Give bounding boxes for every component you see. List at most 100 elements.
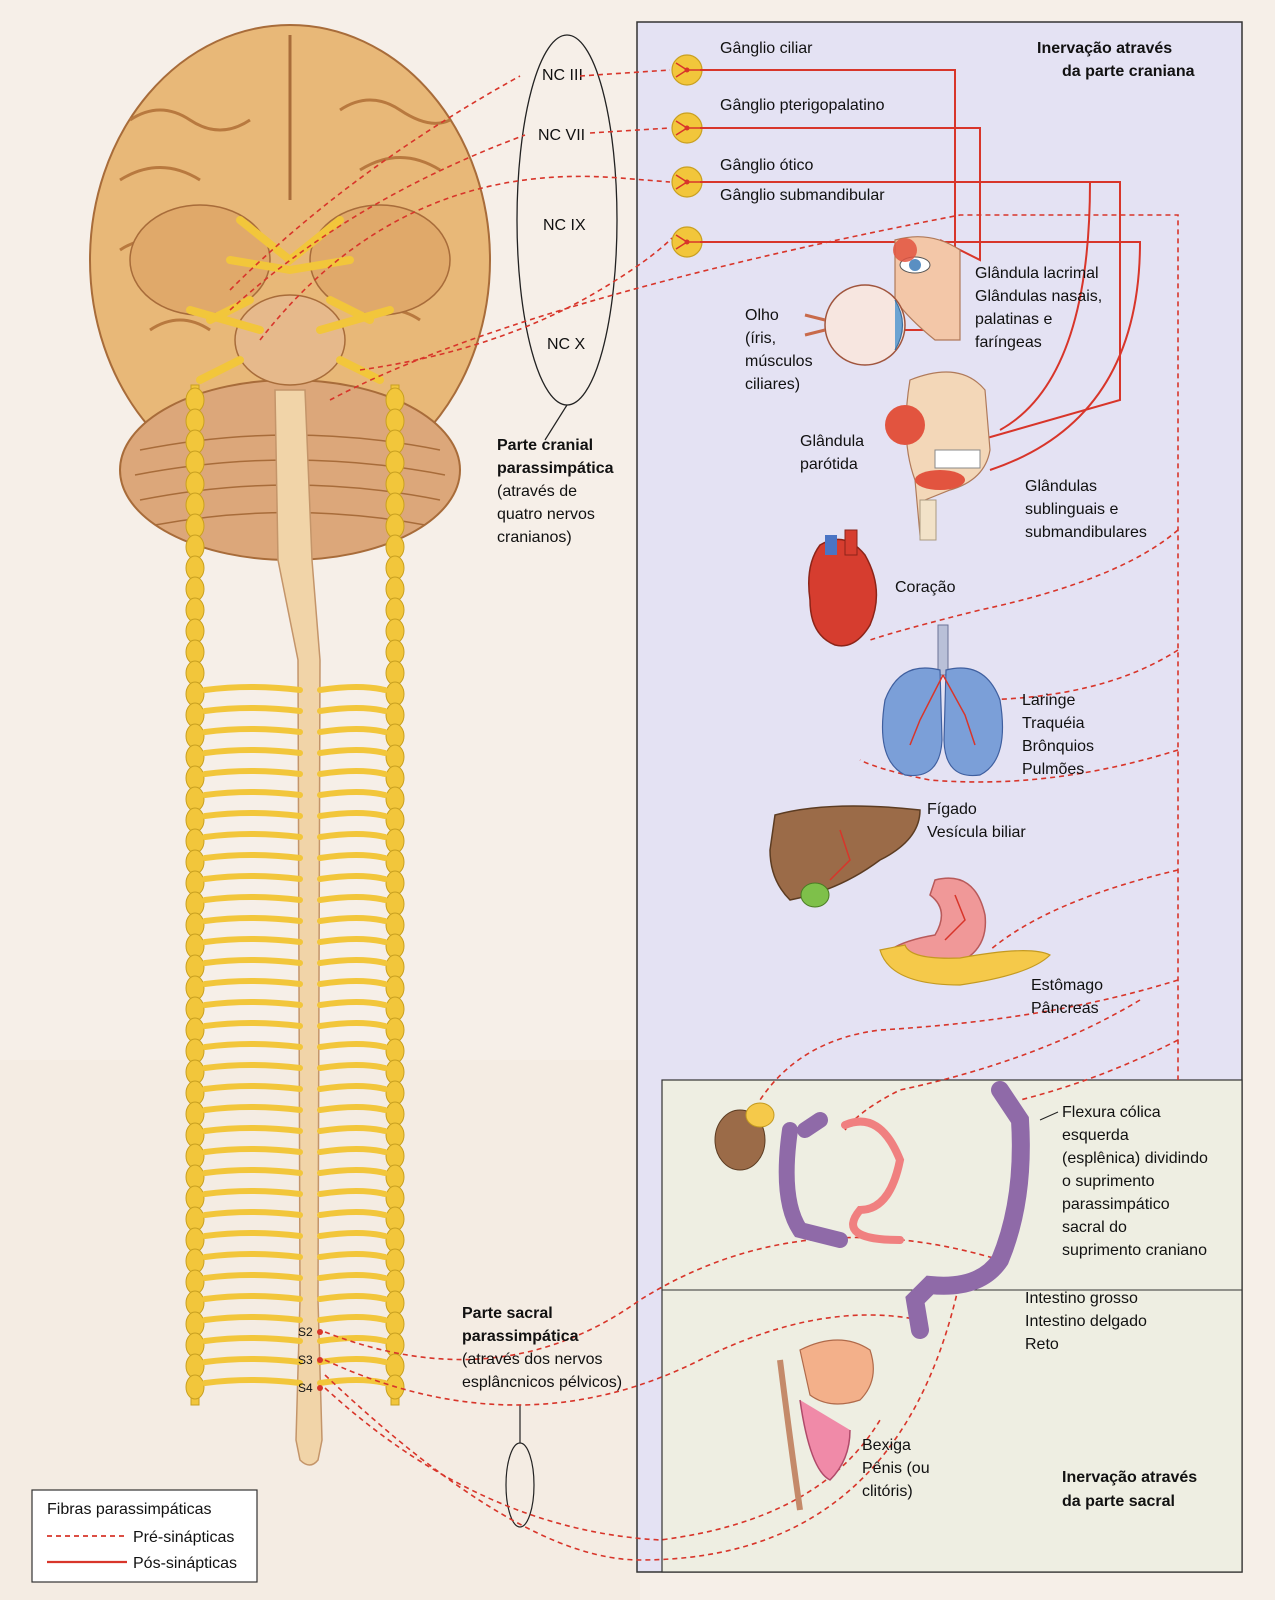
label-heart: Coração <box>895 579 956 596</box>
organ-pelvis <box>777 1339 874 1511</box>
cranial-oval-pointer <box>544 404 568 441</box>
label-ganglion-ciliary: Gânglio ciliar <box>720 40 813 57</box>
flexure-line-1: Flexura cólica <box>1062 1104 1161 1121</box>
presyn-nc-iii <box>229 69 671 291</box>
spinal-nerve-loop <box>202 1356 388 1365</box>
chain-ganglion-bead <box>385 555 405 581</box>
chain-ganglion-bead <box>185 408 205 434</box>
chain-ganglion-bead <box>185 996 205 1022</box>
cranial-part-desc-2: quatro nervos <box>497 506 595 523</box>
flexure-line-4: o suprimento <box>1062 1173 1155 1190</box>
presyn-nc-vii-b <box>359 237 673 371</box>
spinal-nerve-loop <box>202 705 388 714</box>
spinal-nerve-loop <box>202 1083 388 1092</box>
chain-ganglion-bead <box>185 786 205 812</box>
chain-ganglion-bead <box>385 597 405 623</box>
spinal-nerve-loop <box>202 1209 388 1218</box>
bladder-line-1: Bexiga <box>862 1437 911 1454</box>
spinal-nerve-loop <box>202 1314 388 1323</box>
chain-ganglion-bead <box>385 471 405 497</box>
chain-ganglion-bead <box>385 576 405 602</box>
lacrimal-line-3: palatinas e <box>975 311 1052 328</box>
header-cranial-line-1: Inervação através <box>1037 40 1172 57</box>
presyn-s4 <box>324 1387 881 1541</box>
intestines-line-3: Reto <box>1025 1336 1059 1353</box>
chain-ganglion-bead <box>185 639 205 665</box>
flexure-line-5: parassimpático <box>1062 1196 1170 1213</box>
chain-ganglion-bead <box>385 786 405 812</box>
chain-ganglion-bead <box>385 408 405 434</box>
chain-ganglion-bead <box>385 429 405 455</box>
presyn-vagus-heart <box>869 529 1179 641</box>
chain-ganglion-bead <box>185 702 205 728</box>
chain-ganglion-bead <box>185 1227 205 1253</box>
label-eye: Olho (íris, músculos ciliares) <box>745 307 813 393</box>
chain-ganglion-bead <box>185 1332 205 1358</box>
chain-ganglion-bead <box>385 1185 405 1211</box>
chain-ganglion-bead <box>185 513 205 539</box>
chain-ganglion-bead <box>385 513 405 539</box>
chain-ganglion-bead <box>185 450 205 476</box>
organ-head-profile <box>885 371 991 541</box>
chain-ganglion-bead <box>385 1311 405 1337</box>
chain-ganglion-bead <box>385 1164 405 1190</box>
chain-ganglion-bead <box>185 471 205 497</box>
chain-ganglion-bead <box>385 1038 405 1064</box>
spinal-nerve-loop <box>202 810 388 819</box>
postsyn-otic-parotid <box>700 181 1092 431</box>
ganglion-labels: Gânglio ciliar Gânglio pterigopalatino G… <box>720 40 885 204</box>
intestines-line-2: Intestino delgado <box>1025 1313 1147 1330</box>
legend-title: Fibras parassimpáticas <box>47 1501 212 1518</box>
chain-ganglion-bead <box>185 1185 205 1211</box>
chain-ganglion-bead <box>185 681 205 707</box>
spinal-nerve-loop <box>202 915 388 924</box>
lungs-line-1: Laringe <box>1022 692 1075 709</box>
liver-line-2: Vesícula biliar <box>927 824 1026 841</box>
chain-ganglion-bead <box>185 975 205 1001</box>
spinal-nerve-loop <box>202 831 388 840</box>
liver-line-1: Fígado <box>927 801 977 818</box>
chain-ganglion-bead <box>385 618 405 644</box>
chain-ganglion-bead <box>185 807 205 833</box>
sublingual-line-1: Glândulas <box>1025 478 1097 495</box>
presyn-nc-ix <box>259 175 671 341</box>
flexure-line-7: suprimento craniano <box>1062 1242 1207 1259</box>
sacral-part-title-1: Parte sacral <box>462 1305 553 1322</box>
chain-ganglion-bead <box>185 429 205 455</box>
cranial-nerve-labels: NC III NC VII NC IX NC X <box>538 67 586 353</box>
chain-ganglion-bead <box>385 1122 405 1148</box>
chain-ganglion-bead <box>185 849 205 875</box>
presynaptic-fibers <box>229 69 1179 1561</box>
spinal-nerve-loop <box>202 1020 388 1029</box>
organ-intestines <box>714 1081 1030 1339</box>
label-bladder: Bexiga Pênis (ou clitóris) <box>862 1437 930 1500</box>
sacral-part-desc-1: (através dos nervos <box>462 1351 603 1368</box>
brain <box>89 24 491 561</box>
spinal-nerve-loop <box>202 1293 388 1302</box>
cranial-part-desc-3: cranianos) <box>497 529 572 546</box>
spinal-nerve-loop <box>202 1188 388 1197</box>
s2-origin-dot <box>317 1329 323 1335</box>
s3-origin-dot <box>317 1357 323 1363</box>
label-nc-iii: NC III <box>542 67 583 84</box>
chain-ganglion-bead <box>185 891 205 917</box>
label-ganglion-submandibular: Gânglio submandibular <box>720 187 885 204</box>
chain-ganglion-bead <box>385 450 405 476</box>
spinal-nerve-loop <box>202 1062 388 1071</box>
chain-ganglion-bead <box>385 534 405 560</box>
spinal-nerve-loop <box>202 768 388 777</box>
legend-postsynaptic-label: Pós-sinápticas <box>133 1555 237 1572</box>
presyn-vagus-stomach <box>989 869 1179 951</box>
pons <box>234 294 346 386</box>
bladder-line-2: Pênis (ou <box>862 1460 930 1477</box>
presyn-vagus-colon <box>1019 1039 1179 1101</box>
chain-ganglion-bead <box>385 1143 405 1169</box>
chain-ganglion-bead <box>185 1038 205 1064</box>
chain-ganglion-bead <box>185 1206 205 1232</box>
chain-ganglion-bead <box>385 1080 405 1106</box>
label-stomach: Estômago Pâncreas <box>1031 977 1103 1017</box>
spinal-nerve-loop <box>202 1230 388 1239</box>
spinal-nerve-loop <box>202 1104 388 1113</box>
spinal-nerve-loop <box>202 852 388 861</box>
chain-ganglion-bead <box>385 492 405 518</box>
